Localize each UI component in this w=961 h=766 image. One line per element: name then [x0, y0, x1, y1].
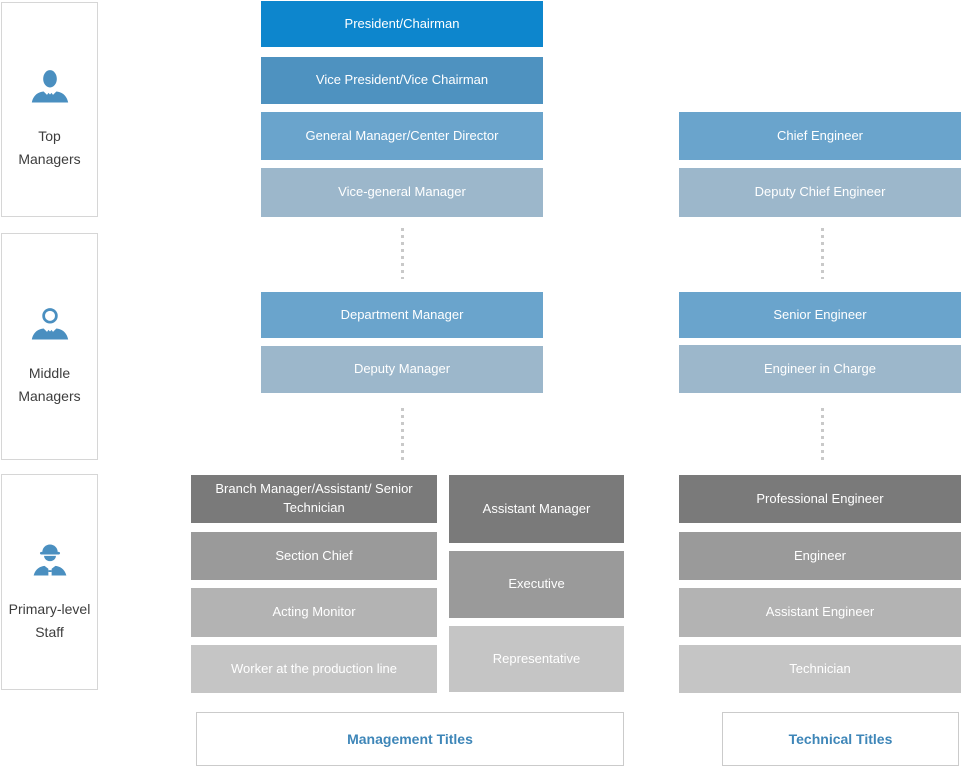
dotted-connector	[401, 408, 404, 462]
org-box-engineer: Engineer	[679, 532, 961, 580]
legend-label: Primary-level Staff	[9, 598, 91, 644]
org-box-production-line-worker: Worker at the production line	[191, 645, 437, 693]
legend-label-line1: Primary-level	[8, 600, 91, 617]
org-box-assistant-engineer: Assistant Engineer	[679, 588, 961, 637]
org-box-representative: Representative	[449, 626, 624, 692]
legend-label: Middle Managers	[18, 362, 80, 408]
legend-label-line2: Managers	[18, 388, 81, 404]
org-box-branch-manager: Branch Manager/Assistant/ Senior Technic…	[191, 475, 437, 523]
legend-middle-managers: Middle Managers	[1, 233, 98, 460]
legend-label-line1: Top	[38, 128, 61, 144]
org-box-professional-engineer: Professional Engineer	[679, 475, 961, 523]
person-outline-icon	[30, 305, 70, 346]
dotted-connector	[401, 228, 404, 279]
legend-label: Top Managers	[18, 125, 80, 171]
org-box-technician: Technician	[679, 645, 961, 693]
org-box-deputy-chief-engineer: Deputy Chief Engineer	[679, 168, 961, 217]
org-box-assistant-manager: Assistant Manager	[449, 475, 624, 543]
construction-worker-icon	[30, 541, 70, 582]
legend-primary-level-staff: Primary-level Staff	[1, 474, 98, 690]
legend-top-managers: Top Managers	[1, 2, 98, 217]
legend-label-line2: Staff	[35, 623, 64, 640]
org-box-general-manager: General Manager/Center Director	[261, 112, 543, 160]
management-titles-label: Management Titles	[347, 731, 473, 747]
dotted-connector	[821, 408, 824, 462]
org-box-president-chairman: President/Chairman	[261, 1, 543, 47]
legend-label-line2: Managers	[18, 151, 81, 167]
org-box-engineer-in-charge: Engineer in Charge	[679, 345, 961, 393]
technical-titles-label: Technical Titles	[788, 731, 893, 747]
management-titles-footer: Management Titles	[196, 712, 624, 766]
org-box-executive: Executive	[449, 551, 624, 618]
legend-label-line1: Middle	[28, 365, 71, 381]
org-box-senior-engineer: Senior Engineer	[679, 292, 961, 338]
org-box-vice-president: Vice President/Vice Chairman	[261, 57, 543, 104]
technical-titles-footer: Technical Titles	[722, 712, 959, 766]
org-box-department-manager: Department Manager	[261, 292, 543, 338]
dotted-connector	[821, 228, 824, 279]
org-box-chief-engineer: Chief Engineer	[679, 112, 961, 160]
org-box-deputy-manager: Deputy Manager	[261, 346, 543, 393]
org-box-section-chief: Section Chief	[191, 532, 437, 580]
org-box-vice-general-manager: Vice-general Manager	[261, 168, 543, 217]
org-box-acting-monitor: Acting Monitor	[191, 588, 437, 637]
business-person-icon	[30, 68, 70, 109]
